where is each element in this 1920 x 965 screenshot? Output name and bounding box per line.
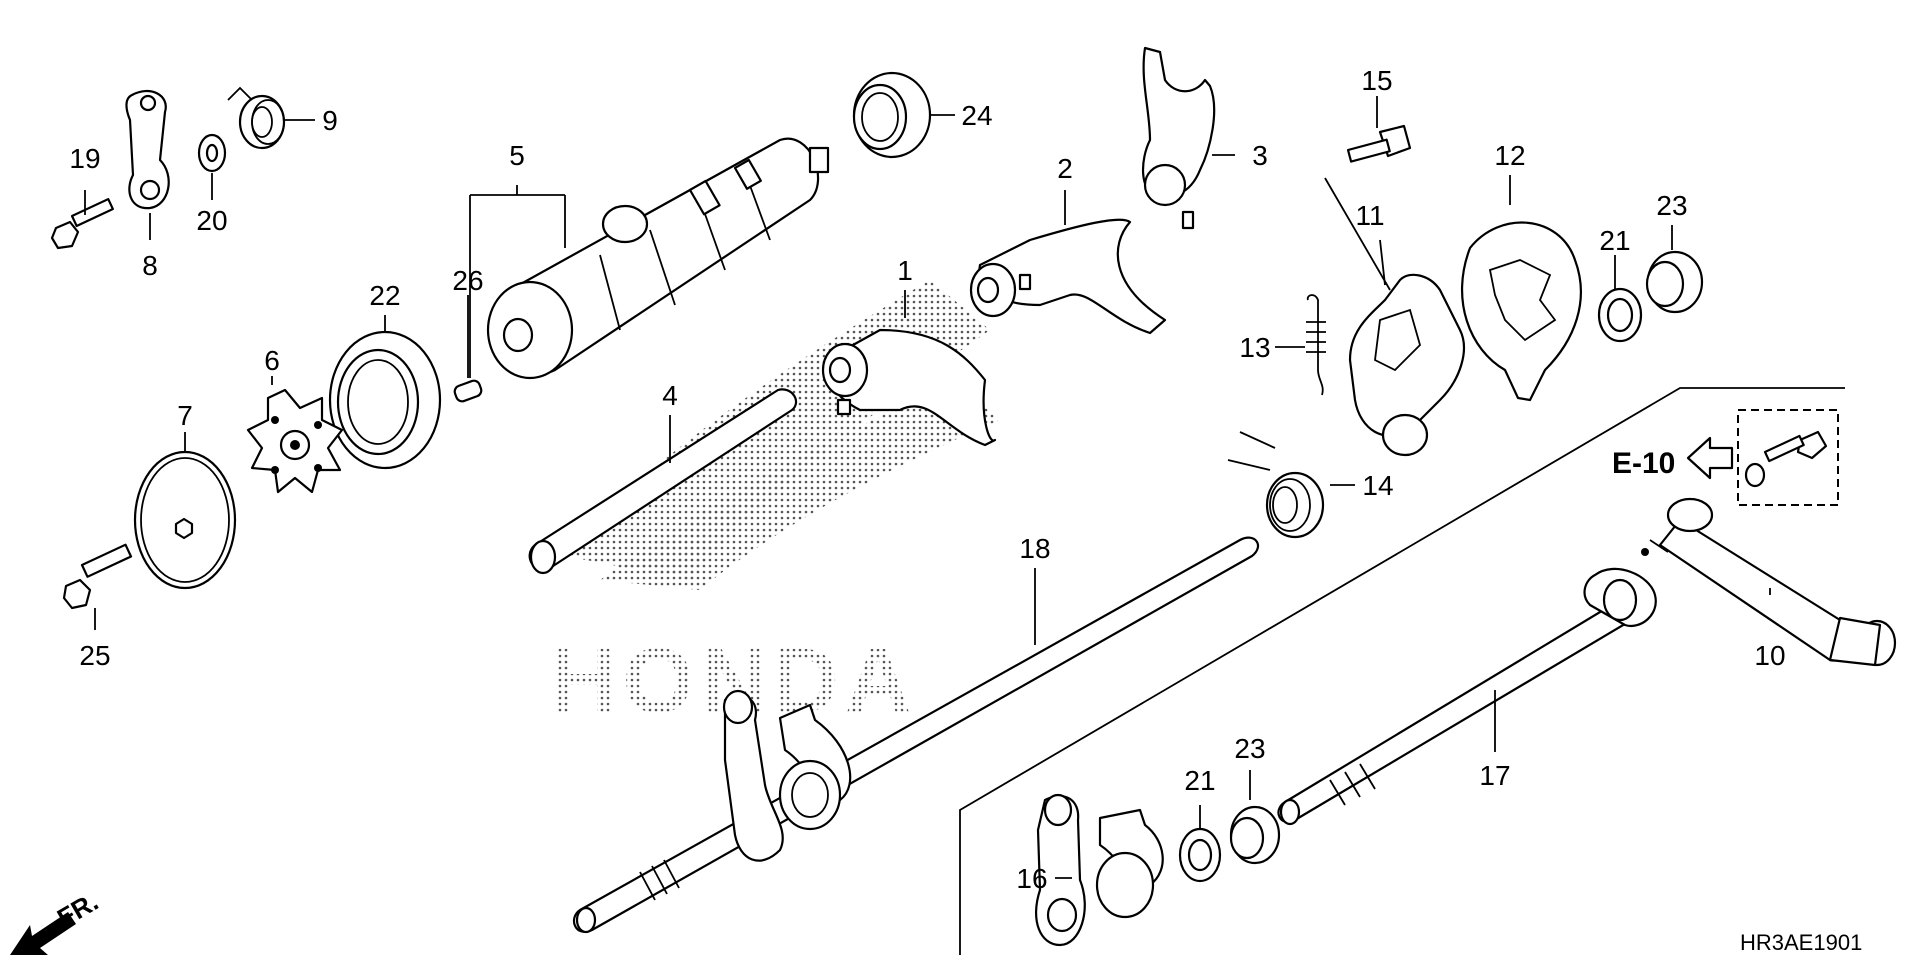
callout-7: 7: [177, 400, 193, 431]
part-25-bolt: [62, 543, 133, 610]
callout-20: 20: [196, 205, 227, 236]
callout-1: 1: [897, 255, 913, 286]
part-23-bearing-upper: [1645, 250, 1704, 314]
callout-8: 8: [142, 250, 158, 281]
part-23-bearing-lower: [1229, 805, 1281, 865]
callout-24: 24: [961, 100, 992, 131]
part-9-spring: [227, 86, 286, 150]
callout-2: 2: [1057, 153, 1073, 184]
section-boundary-line: [959, 387, 1845, 955]
callout-11: 11: [1355, 200, 1384, 231]
part-21-washer-lower: [1178, 827, 1222, 883]
callout-9: 9: [322, 105, 338, 136]
diagram-code: HR3AE1901: [1740, 930, 1862, 955]
part-20-washer: [197, 133, 227, 173]
callout-25: 25: [79, 640, 110, 671]
part-5-shift-drum: [486, 137, 830, 380]
callout-18: 18: [1019, 533, 1050, 564]
part-26-pin: [453, 379, 483, 403]
callout-21-upper: 21: [1599, 225, 1630, 256]
callout-21-lower: 21: [1184, 765, 1215, 796]
callout-26: 26: [452, 265, 483, 296]
callout-3: 3: [1252, 140, 1268, 171]
callout-5: 5: [509, 140, 525, 171]
part-3-shift-fork: [1141, 46, 1216, 230]
part-21-washer-upper: [1597, 287, 1643, 343]
callout-labels: 1 2 3 4 5 6 7 8 9 10 11 12 13 14 15 16 1…: [69, 65, 1785, 894]
callout-23-lower: 23: [1234, 733, 1265, 764]
part-15-stud-bolt: [1346, 124, 1412, 163]
callout-23-upper: 23: [1656, 190, 1687, 221]
callout-19: 19: [69, 143, 100, 174]
part-4-shaft: [528, 388, 798, 575]
part-10-shift-spindle: [1641, 497, 1897, 667]
part-13-spring: [1306, 294, 1326, 396]
part-24-bearing: [852, 71, 932, 159]
part-12-plate: [1461, 221, 1582, 402]
part-11-plate: [1348, 273, 1465, 457]
callout-13: 13: [1239, 332, 1270, 363]
callout-10: 10: [1754, 640, 1785, 671]
part-18-fork-shaft: [572, 536, 1259, 934]
reference-dashed-box: [1737, 409, 1839, 506]
reference-label-e10: E-10: [1612, 447, 1675, 480]
part-6-star-plate: [246, 388, 344, 494]
part-1-shift-fork: [821, 328, 997, 447]
part-17-shaft: [1277, 567, 1657, 826]
callout-14: 14: [1362, 470, 1393, 501]
reference-arrow: [1686, 436, 1734, 480]
part-7-plate: [133, 450, 237, 590]
reference-bolt: [1744, 430, 1828, 488]
callout-16: 16: [1016, 863, 1047, 894]
part-14-spring: [1227, 431, 1325, 539]
part-8-lever: [125, 89, 170, 210]
part-22-bearing: [328, 330, 442, 470]
front-direction-arrow-icon: [10, 912, 76, 955]
callout-6: 6: [264, 345, 280, 376]
callout-12: 12: [1494, 140, 1525, 171]
callout-22: 22: [369, 280, 400, 311]
leader-lines: [84, 96, 1771, 879]
part-16-lever-arm: [1035, 793, 1164, 947]
callout-4: 4: [662, 380, 678, 411]
part-2-shift-fork: [969, 218, 1167, 335]
callout-17: 17: [1479, 760, 1510, 791]
part-19-bolt: [50, 197, 115, 250]
callout-15: 15: [1361, 65, 1392, 96]
